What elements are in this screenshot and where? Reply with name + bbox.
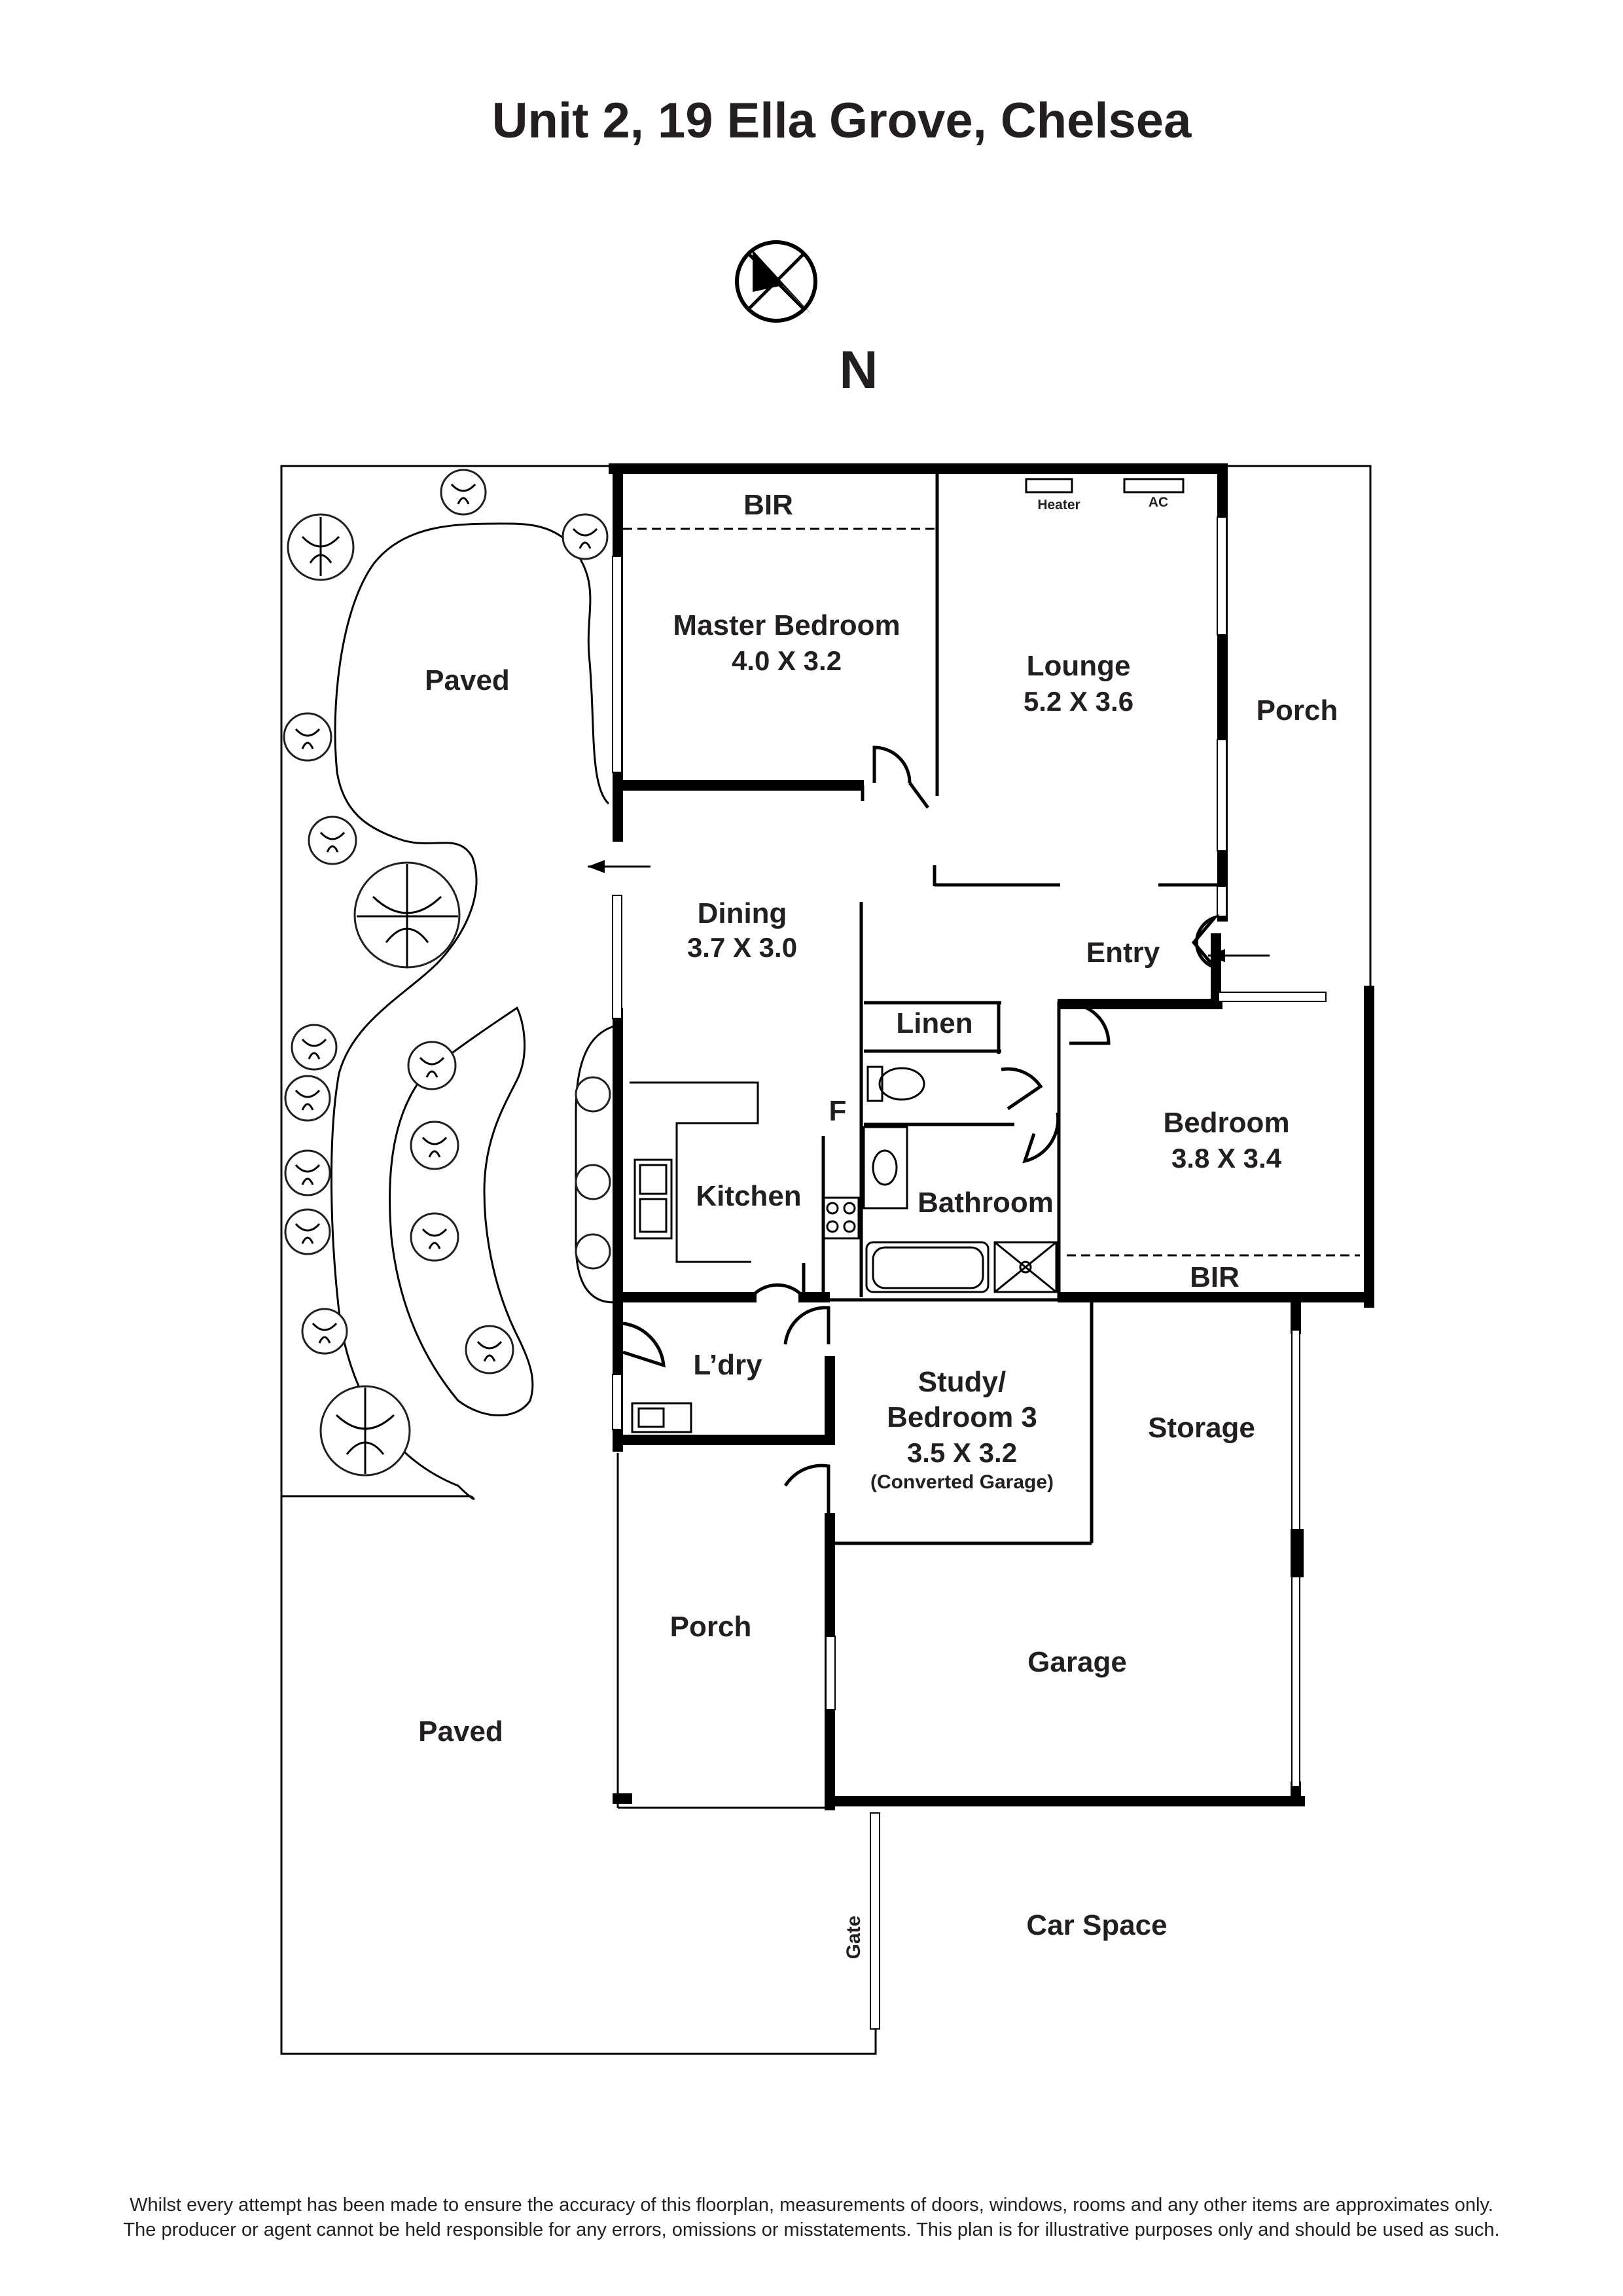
dining-label: Dining bbox=[698, 897, 787, 929]
gate-label: Gate bbox=[843, 1916, 865, 1960]
dining-dims: 3.7 X 3.0 bbox=[687, 932, 797, 963]
shower-icon bbox=[993, 1241, 1058, 1293]
linen-label: Linen bbox=[896, 1007, 972, 1039]
toilet-icon bbox=[866, 1066, 925, 1102]
tree-icon bbox=[575, 1164, 611, 1200]
tree-icon bbox=[284, 1208, 331, 1255]
laundry-tub-icon bbox=[631, 1402, 692, 1433]
page-title: Unit 2, 19 Ella Grove, Chelsea bbox=[492, 93, 1192, 149]
cooktop-icon bbox=[822, 1196, 860, 1240]
disclaimer-line2: The producer or agent cannot be held res… bbox=[123, 2219, 1499, 2240]
window bbox=[612, 1374, 622, 1430]
window bbox=[1217, 516, 1227, 636]
tree-icon bbox=[319, 1385, 411, 1477]
tree-icon bbox=[465, 1325, 514, 1374]
study-label-line2: Bedroom 3 bbox=[887, 1401, 1037, 1433]
tree-icon bbox=[308, 816, 357, 865]
arrow-icon bbox=[1208, 949, 1270, 962]
lounge-dims: 5.2 X 3.6 bbox=[1024, 686, 1133, 717]
tree-icon bbox=[287, 513, 355, 581]
paved-top-label: Paved bbox=[425, 664, 510, 696]
study-dims: 3.5 X 3.2 bbox=[907, 1437, 1017, 1468]
ac-label: AC bbox=[1149, 495, 1168, 510]
porch-front-label: Porch bbox=[1257, 694, 1338, 726]
heater-label: Heater bbox=[1037, 497, 1080, 512]
bathroom-label: Bathroom bbox=[918, 1187, 1054, 1219]
storage-label: Storage bbox=[1148, 1412, 1255, 1444]
study-label-line1: Study/ bbox=[918, 1366, 1006, 1398]
site-boundary bbox=[280, 465, 1372, 2055]
room-labels: BIR Master Bedroom 4.0 X 3.2 Heater AC L… bbox=[418, 489, 1338, 1959]
tree-icon bbox=[410, 1121, 459, 1170]
tree-icon bbox=[575, 1076, 611, 1113]
tree-icon bbox=[291, 1024, 338, 1071]
bedroom-bir-label: BIR bbox=[1190, 1261, 1240, 1293]
tree-icon bbox=[301, 1308, 348, 1355]
paved-bottom-label: Paved bbox=[418, 1715, 503, 1748]
window bbox=[1218, 992, 1327, 1002]
tree-icon bbox=[284, 1149, 331, 1196]
tree-icon bbox=[284, 1075, 331, 1122]
tree-icon bbox=[407, 1041, 457, 1090]
compass-icon bbox=[735, 240, 817, 323]
windows bbox=[612, 516, 1327, 1787]
ac-icon bbox=[1123, 478, 1185, 493]
master-bedroom-label: Master Bedroom bbox=[673, 609, 900, 641]
bedroom-label: Bedroom bbox=[1163, 1107, 1289, 1139]
porch-side-label: Porch bbox=[670, 1611, 752, 1643]
tree-icon bbox=[575, 1233, 611, 1270]
tree-icon bbox=[353, 861, 461, 969]
window bbox=[612, 556, 622, 773]
tree-icon bbox=[283, 712, 332, 762]
window bbox=[1217, 739, 1227, 852]
car-space-label: Car Space bbox=[1026, 1909, 1167, 1941]
bathtub-icon bbox=[865, 1241, 990, 1293]
master-bedroom-dims: 4.0 X 3.2 bbox=[732, 645, 842, 676]
study-note: (Converted Garage) bbox=[870, 1471, 1054, 1493]
laundry-label: L’dry bbox=[693, 1349, 762, 1381]
master-bir-label: BIR bbox=[743, 489, 793, 521]
garden-trees bbox=[283, 469, 611, 1477]
tree-icon bbox=[562, 513, 609, 560]
window bbox=[825, 1636, 836, 1710]
window bbox=[612, 895, 622, 1019]
sink-icon bbox=[633, 1158, 673, 1240]
north-label: N bbox=[839, 340, 878, 400]
lounge-label: Lounge bbox=[1027, 650, 1131, 682]
walls bbox=[609, 463, 1374, 1810]
arrow-icon bbox=[588, 860, 651, 873]
disclaimer-line1: Whilst every attempt has been made to en… bbox=[130, 2195, 1493, 2215]
entry-label: Entry bbox=[1086, 937, 1160, 969]
bedroom-dims: 3.8 X 3.4 bbox=[1171, 1143, 1282, 1174]
tree-icon bbox=[440, 469, 487, 516]
garage-label: Garage bbox=[1027, 1646, 1127, 1678]
heater-icon bbox=[1025, 478, 1073, 493]
tree-icon bbox=[410, 1212, 459, 1262]
fridge-label: F bbox=[829, 1095, 847, 1127]
kitchen-label: Kitchen bbox=[696, 1180, 801, 1212]
vanity-icon bbox=[863, 1126, 908, 1210]
fixtures bbox=[588, 478, 1270, 1433]
